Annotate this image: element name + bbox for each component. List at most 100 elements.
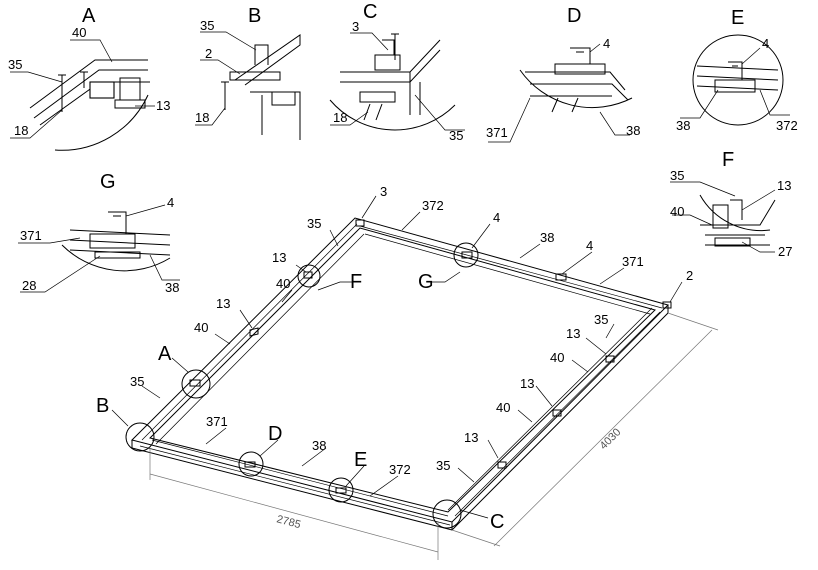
detail-d-beam xyxy=(525,71,629,101)
detail-e-leader-4 xyxy=(741,47,761,65)
detail-b-bracket-upright xyxy=(254,44,269,65)
detail-e-bracket xyxy=(714,61,756,93)
detail-d-part-38: 38 xyxy=(626,123,640,138)
leader-13-right-2 xyxy=(535,385,553,407)
leader-f xyxy=(317,281,352,291)
leader-38-top xyxy=(519,243,541,259)
detail-a-beam-side xyxy=(33,69,148,119)
detail-d-part-371: 371 xyxy=(486,125,508,140)
leader-13-left xyxy=(239,309,253,329)
label-e-marker: E xyxy=(354,449,367,471)
leader-35-top xyxy=(329,229,339,247)
label-38-top: 38 xyxy=(540,230,554,245)
detail-a-leader-35 xyxy=(10,71,63,83)
detail-e-leader-38 xyxy=(680,89,719,119)
detail-c-part-18: 18 xyxy=(333,110,347,125)
detail-f-part-40: 40 xyxy=(670,204,684,219)
detail-a-part-35: 35 xyxy=(8,57,22,72)
detail-f-beam xyxy=(700,199,776,246)
label-b-marker: B xyxy=(96,395,109,417)
leader-3 xyxy=(361,195,377,219)
leader-13-right xyxy=(585,337,607,355)
detail-d-bracket xyxy=(554,47,606,75)
detail-a-circle-arc xyxy=(54,94,149,151)
leader-372-bottom xyxy=(369,475,399,497)
detail-f-leader-40 xyxy=(672,214,713,226)
detail-d-bolts xyxy=(551,97,579,113)
marker-circle-g xyxy=(453,242,479,268)
detail-e-circle xyxy=(692,34,784,126)
dimension-line-width xyxy=(149,448,439,560)
detail-f-plate xyxy=(714,237,751,247)
detail-f-circle-arc xyxy=(699,194,771,232)
detail-b-bolt xyxy=(221,81,229,110)
frame-profile-lines xyxy=(139,223,663,526)
leader-35-right xyxy=(605,323,615,339)
marker-circle-b xyxy=(125,422,155,452)
label-c-marker: C xyxy=(490,511,504,533)
detail-f-title: F xyxy=(722,149,734,171)
detail-a-beam-top xyxy=(29,59,148,109)
marker-circle-e xyxy=(328,477,354,503)
detail-f-part-35: 35 xyxy=(670,168,684,183)
detail-g: G 4 371 28 38 xyxy=(18,171,180,295)
label-d-marker: D xyxy=(268,423,282,445)
detail-b-leader-18 xyxy=(195,107,226,126)
detail-b-part-35: 35 xyxy=(200,18,214,33)
detail-c-part-35: 35 xyxy=(449,128,463,143)
detail-g-circle-arc xyxy=(61,244,171,272)
detail-g-part-371: 371 xyxy=(20,228,42,243)
leader-372-top xyxy=(401,211,421,231)
leader-b xyxy=(111,409,129,427)
leader-371-bottom xyxy=(205,427,227,445)
detail-g-bracket xyxy=(89,211,136,249)
detail-b-part-2: 2 xyxy=(205,46,212,61)
detail-g-leader-38 xyxy=(149,254,180,281)
label-40-right-2: 40 xyxy=(496,400,510,415)
detail-c-title: C xyxy=(363,1,377,23)
detail-g-part-38: 38 xyxy=(165,280,179,295)
label-3: 3 xyxy=(380,184,387,199)
detail-d-title: D xyxy=(567,5,581,27)
detail-b-part-18: 18 xyxy=(195,110,209,125)
detail-c-circle-arc xyxy=(329,99,456,131)
detail-a-bolt xyxy=(58,74,66,112)
label-40-right: 40 xyxy=(550,350,564,365)
detail-b-leader-2 xyxy=(200,59,241,75)
detail-e-part-4: 4 xyxy=(762,36,769,51)
leader-13-bottom xyxy=(487,439,499,459)
detail-c-bolts-bottom xyxy=(363,103,383,121)
leader-40-right-2 xyxy=(517,409,533,423)
detail-c-leader-3 xyxy=(350,32,389,51)
label-f-marker: F xyxy=(350,271,362,293)
detail-f-part-27: 27 xyxy=(778,244,792,259)
detail-a-leader-18 xyxy=(10,109,63,139)
label-371-bottom: 371 xyxy=(206,414,228,429)
detail-g-title: G xyxy=(100,171,116,193)
detail-f-leader-35 xyxy=(670,181,736,197)
leader-38-bottom xyxy=(301,447,327,467)
label-13-f: 13 xyxy=(272,250,286,265)
detail-c-corner-profile xyxy=(340,39,441,115)
detail-b-bracket-plate xyxy=(229,71,281,81)
detail-a: A 40 35 18 13 xyxy=(8,5,170,151)
leader-d xyxy=(259,439,279,457)
detail-d: D 4 371 38 xyxy=(486,5,640,143)
detail-f-part-13: 13 xyxy=(777,178,791,193)
leader-13-f xyxy=(295,264,307,273)
detail-g-leader-4 xyxy=(125,204,166,217)
detail-g-part-4: 4 xyxy=(167,195,174,210)
marker-circle-c xyxy=(432,499,462,529)
detail-g-plate xyxy=(94,251,141,259)
detail-d-leader-4 xyxy=(589,43,601,53)
dimension-width-text: 2785 xyxy=(275,513,302,531)
detail-a-bolt-2 xyxy=(80,71,88,88)
label-35-right: 35 xyxy=(594,312,608,327)
marker-circle-d xyxy=(238,451,264,477)
detail-d-circle-arc xyxy=(519,69,633,109)
label-372-bottom: 372 xyxy=(389,462,411,477)
leader-35-bottom xyxy=(457,467,475,483)
main-frame: 3 372 4 35 38 4 371 13 F G 2 40 13 35 40… xyxy=(96,184,719,560)
